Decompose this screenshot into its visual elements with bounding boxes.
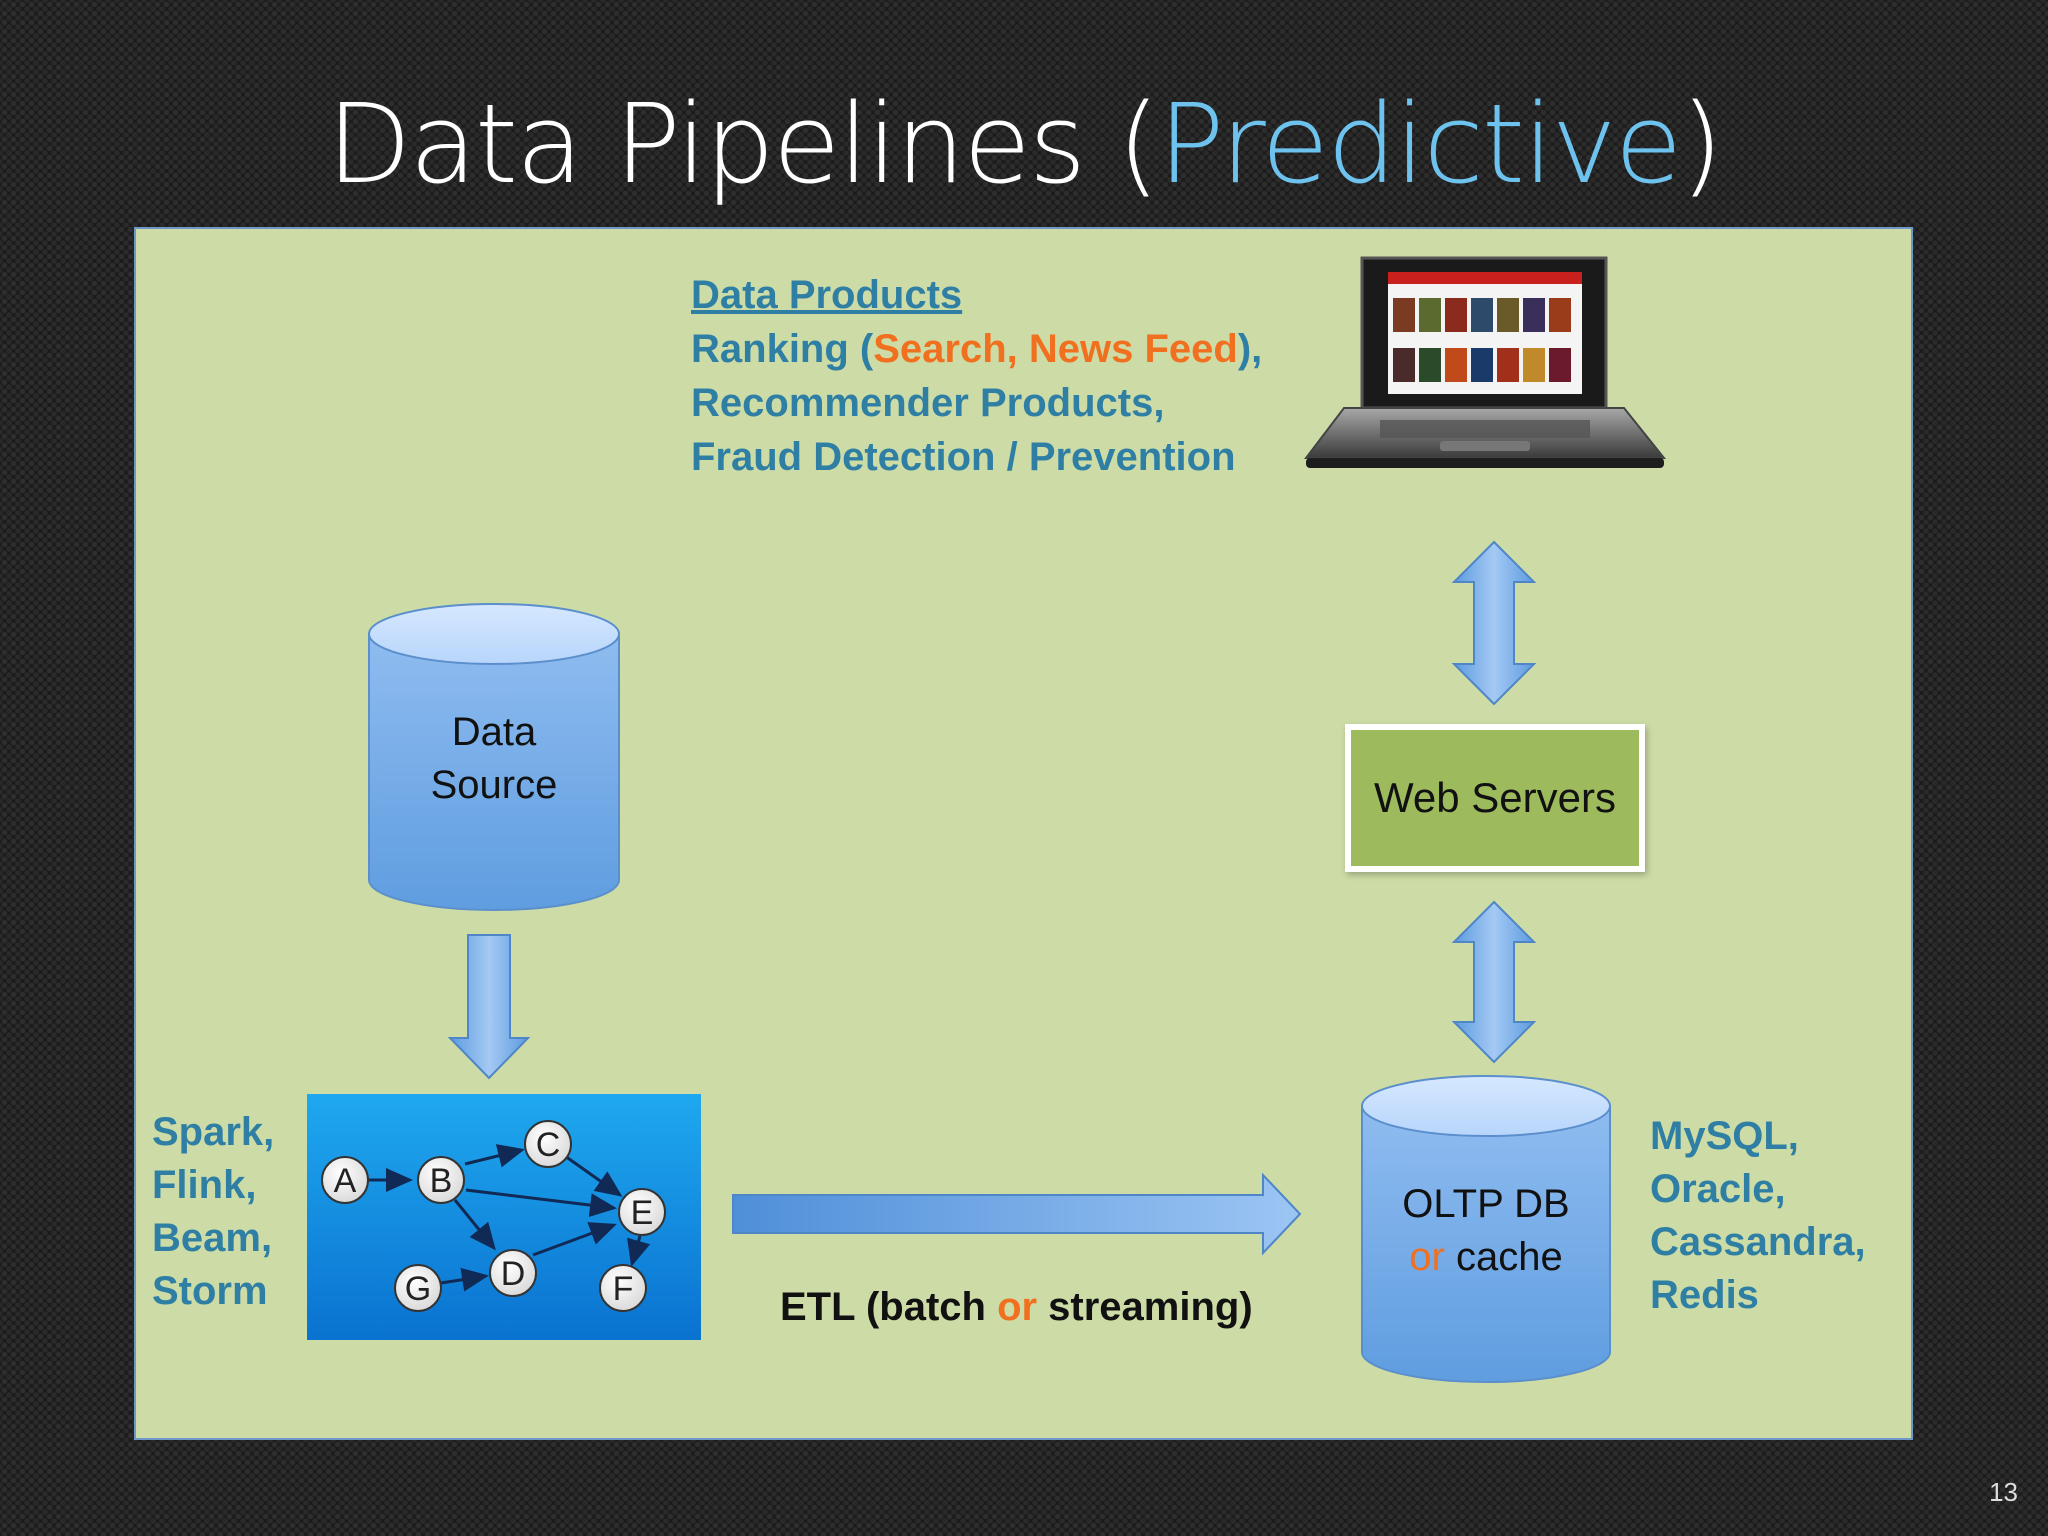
engine-item: Flink, [152, 1163, 257, 1207]
dag-node-e: E [631, 1194, 654, 1232]
engine-item: Storm [152, 1269, 268, 1313]
slide-title: Data Pipelines (Predictive) [0, 78, 2048, 210]
data-source-line2: Source [430, 763, 558, 807]
etl-or: or [997, 1285, 1038, 1329]
ranking-highlight: Search, News Feed [873, 327, 1238, 371]
data-source-line1: Data [451, 710, 537, 754]
stores-list: MySQL, Oracle, Cassandra, Redis [1650, 1110, 1866, 1322]
store-item: Cassandra, [1650, 1220, 1866, 1264]
store-item: MySQL, [1650, 1114, 1799, 1158]
title-close: ) [1680, 80, 1723, 208]
store-item: Oracle, [1650, 1167, 1786, 1211]
dag-node-f: F [613, 1270, 634, 1308]
dag-node-a: A [334, 1162, 357, 1200]
double-arrow-icon [1451, 900, 1537, 1064]
oltp-or: or [1409, 1235, 1445, 1279]
engine-item: Spark, [152, 1110, 275, 1154]
web-servers-label: Web Servers [1374, 774, 1616, 821]
engines-list: Spark, Flink, Beam, Storm [152, 1106, 274, 1318]
data-products-line1: Ranking (Search, News Feed), [691, 322, 1262, 376]
title-accent: Predictive [1158, 80, 1682, 208]
dag-node-b: B [430, 1162, 453, 1200]
double-arrow-icon [1451, 540, 1537, 706]
data-source-label: Data Source [394, 706, 594, 812]
data-source-cylinder [368, 603, 620, 911]
page-number: 13 [1989, 1477, 2018, 1507]
oltp-line1: OLTP DB [1402, 1182, 1570, 1226]
ranking-suffix: ), [1237, 327, 1263, 371]
web-servers-box: Web Servers [1345, 724, 1645, 872]
etl-arrow-icon [732, 1172, 1302, 1256]
oltp-db-label: OLTP DB or cache [1386, 1178, 1586, 1284]
oltp-db-cylinder [1361, 1075, 1611, 1383]
etl-label: ETL (batch or streaming) [780, 1285, 1253, 1330]
store-item: Redis [1650, 1273, 1759, 1317]
data-products-line3: Fraud Detection / Prevention [691, 435, 1236, 479]
oltp-line2: or cache [1386, 1231, 1586, 1284]
etl-suffix: streaming) [1037, 1285, 1253, 1329]
etl-prefix: ETL (batch [780, 1285, 998, 1329]
dag-node-d: D [501, 1255, 526, 1293]
dag-node-c: C [536, 1126, 561, 1164]
down-arrow-icon [447, 934, 531, 1080]
data-products-line2: Recommender Products, [691, 381, 1165, 425]
ranking-prefix: Ranking ( [691, 327, 874, 371]
oltp-cache: cache [1444, 1235, 1563, 1279]
dag-diagram: A B C D E F G [307, 1094, 701, 1340]
laptop-icon [1303, 256, 1667, 468]
data-products-text: Data Products Ranking (Search, News Feed… [691, 268, 1262, 484]
engine-item: Beam, [152, 1216, 273, 1260]
title-main: Data Pipelines ( [326, 80, 1160, 208]
data-products-heading: Data Products [691, 273, 963, 317]
dag-node-g: G [405, 1270, 431, 1308]
